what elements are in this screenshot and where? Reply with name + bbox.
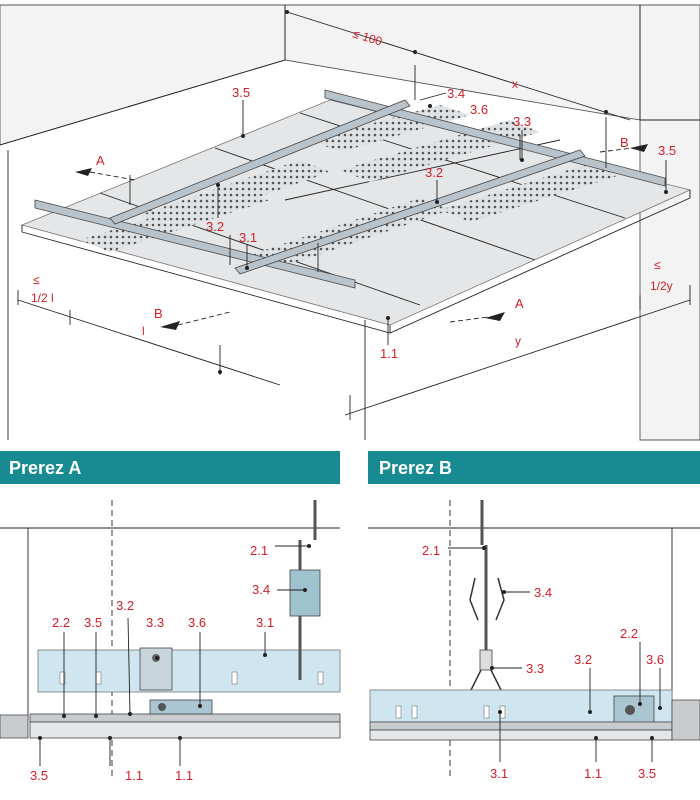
section-a-marker-right: A [515, 296, 524, 311]
label-3-5-right: 3.5 [658, 143, 676, 158]
section-a: Prerez A [0, 451, 341, 783]
label-b-3-1: 3.1 [490, 766, 508, 781]
label-b-3-4: 3.4 [534, 585, 552, 600]
label-a-3-5-top: 3.5 [84, 615, 102, 630]
main-rail-profile [37, 649, 341, 693]
label-b-2-1: 2.1 [422, 543, 440, 558]
label-3-4: 3.4 [447, 86, 465, 101]
label-b-3-5: 3.5 [638, 766, 656, 781]
isometric-view: 3.5 3.4 3.6 3.3 3.5 3.2 3.2 3.1 1.1 A A … [0, 4, 700, 441]
dim-x: x [512, 77, 518, 91]
spring-clip-3-4 [289, 569, 321, 617]
label-a-3-4: 3.4 [252, 582, 270, 597]
dim-y: y [515, 334, 521, 348]
left-wall [0, 4, 286, 146]
dim-half-y: 1/2y [650, 279, 673, 293]
label-b-2-2: 2.2 [620, 626, 638, 641]
section-a-title: Prerez A [9, 458, 81, 478]
label-3-2-left: 3.2 [206, 219, 224, 234]
label-3-3: 3.3 [513, 114, 531, 129]
ceiling-panel-section-b [369, 729, 673, 741]
label-a-1-1-right: 1.1 [175, 768, 193, 783]
section-a-marker-left: A [96, 153, 105, 168]
label-3-2-right: 3.2 [425, 165, 443, 180]
label-a-3-1: 3.1 [256, 615, 274, 630]
cross-rail [109, 99, 411, 225]
perforation-field [440, 160, 630, 222]
cross-rail [234, 149, 586, 275]
label-b-3-3: 3.3 [526, 661, 544, 676]
dim-leq-right: ≤ [654, 258, 661, 272]
label-a-3-2: 3.2 [116, 598, 134, 613]
dim-half-l: 1/2 l [31, 291, 54, 305]
dim-leq-left: ≤ [33, 273, 40, 287]
label-3-6: 3.6 [470, 102, 488, 117]
label-a-3-5-bottom: 3.5 [30, 768, 48, 783]
label-a-2-2: 2.2 [52, 615, 70, 630]
perforation-field [140, 160, 330, 228]
section-b-title: Prerez B [379, 458, 452, 478]
right-wall [639, 4, 700, 441]
section-b: Prerez B 2.1 3.4 3.3 3. [368, 451, 700, 781]
section-b-marker-left: B [154, 306, 163, 321]
label-a-1-1-left: 1.1 [125, 768, 143, 783]
dim-l: l [142, 324, 145, 338]
clip-3-6 [149, 699, 213, 715]
label-a-3-3: 3.3 [146, 615, 164, 630]
label-3-5-top: 3.5 [232, 85, 250, 100]
ceiling-panel-section [29, 721, 341, 739]
label-a-3-6: 3.6 [188, 615, 206, 630]
section-a-banner [0, 451, 340, 484]
perforation-field [310, 105, 470, 152]
label-b-3-2: 3.2 [574, 652, 592, 667]
label-b-1-1: 1.1 [584, 766, 602, 781]
label-3-1: 3.1 [239, 230, 257, 245]
section-b-banner [368, 451, 700, 484]
label-b-3-6: 3.6 [646, 652, 664, 667]
main-rail [324, 89, 666, 187]
label-a-2-1: 2.1 [250, 543, 268, 558]
label-1-1: 1.1 [380, 346, 398, 361]
section-b-marker-right: B [620, 135, 629, 150]
